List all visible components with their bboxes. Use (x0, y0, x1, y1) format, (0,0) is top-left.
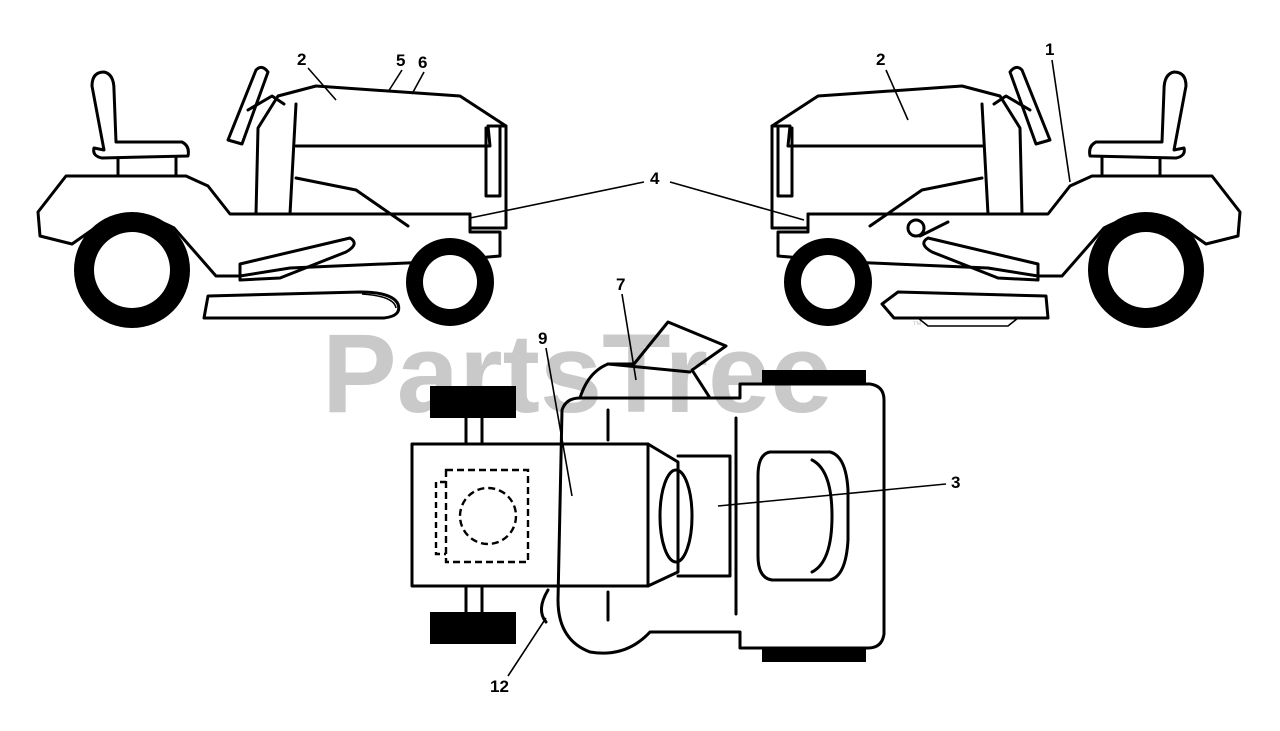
callout-12: 12 (490, 677, 509, 696)
leader-4-right (669, 181, 805, 221)
mower-deck-top (556, 382, 886, 655)
callout-4: 4 (650, 169, 660, 188)
hood-right (770, 84, 1024, 230)
callout-3: 3 (951, 473, 960, 492)
steering-wheel-top (658, 468, 694, 564)
leader-9 (545, 347, 573, 497)
leader-3 (717, 483, 947, 507)
steering-column-left (246, 94, 286, 112)
hood-seam-left (288, 102, 298, 216)
seat-top (756, 450, 850, 582)
rear-wheel-top-upper (762, 370, 866, 384)
watermark-trademark: ™ (912, 320, 922, 331)
dash-top (646, 442, 680, 588)
front-wheel-top-upper (430, 386, 516, 418)
callout-1: 1 (1045, 40, 1054, 59)
lift-lever-knob-right (906, 218, 926, 238)
seat-left (90, 70, 190, 160)
footboard-top (676, 454, 732, 578)
seat-post-right (1100, 156, 1162, 178)
seat-back-top (810, 458, 834, 574)
hood-line-right (770, 124, 984, 148)
steering-column-right (992, 94, 1032, 112)
side-panel-line-right (868, 176, 984, 228)
lift-lever-right (918, 220, 950, 238)
leader-5 (387, 69, 403, 93)
rear-wheel-top-lower (762, 648, 866, 662)
engine-filter-top (458, 486, 518, 546)
tractor-left-side-view (36, 65, 508, 328)
hood-line-left (294, 124, 508, 148)
front-axle-top (464, 416, 484, 614)
hood-top (410, 442, 650, 588)
callout-9: 9 (538, 329, 547, 348)
hood-seam-right (980, 102, 990, 216)
front-hub-right (801, 255, 855, 309)
callout-6: 6 (418, 53, 427, 72)
rear-hub-right (1108, 232, 1184, 308)
discharge-chute-top (578, 320, 728, 400)
deck-chute-left (361, 293, 397, 309)
steering-wheel-right (1008, 65, 1052, 146)
front-wheel-top-lower (430, 612, 516, 644)
rear-hub-left (94, 232, 170, 308)
tractor-right-side-view (770, 65, 1242, 328)
callout-5: 5 (396, 51, 405, 70)
footrest-left (238, 236, 356, 282)
watermark-text: PartsTree (322, 311, 833, 436)
grille-right (776, 126, 794, 198)
chute-line-top (606, 362, 692, 374)
engine-outline-top (444, 468, 530, 564)
mower-deck-left (202, 290, 401, 320)
leader-12 (507, 617, 547, 677)
leader-2-left (307, 67, 337, 101)
callout-2-left: 2 (297, 50, 306, 69)
seat-post-left (116, 156, 178, 178)
grille-left (484, 126, 502, 198)
hood-left (254, 84, 508, 230)
side-item-top (540, 588, 550, 624)
deck-skirt-right (917, 317, 1019, 327)
seat-right (1088, 70, 1188, 160)
steering-wheel-left (226, 65, 270, 146)
tractor-top-view (410, 320, 886, 662)
leader-1 (1051, 59, 1071, 183)
watermark: PartsTree ™ (322, 311, 922, 436)
footrest-right (922, 236, 1040, 282)
leader-2-right (885, 69, 909, 121)
engine-side-top (434, 480, 446, 556)
mower-deck-right (880, 290, 1050, 320)
front-hub-left (423, 255, 477, 309)
leader-7 (621, 293, 637, 381)
callout-2-right: 2 (876, 50, 885, 69)
leader-4-left (469, 181, 645, 219)
callout-7: 7 (616, 275, 625, 294)
leader-6 (411, 71, 425, 95)
callouts: 2 5 6 2 1 4 7 9 3 12 (297, 40, 1071, 696)
side-panel-line-left (294, 176, 410, 228)
